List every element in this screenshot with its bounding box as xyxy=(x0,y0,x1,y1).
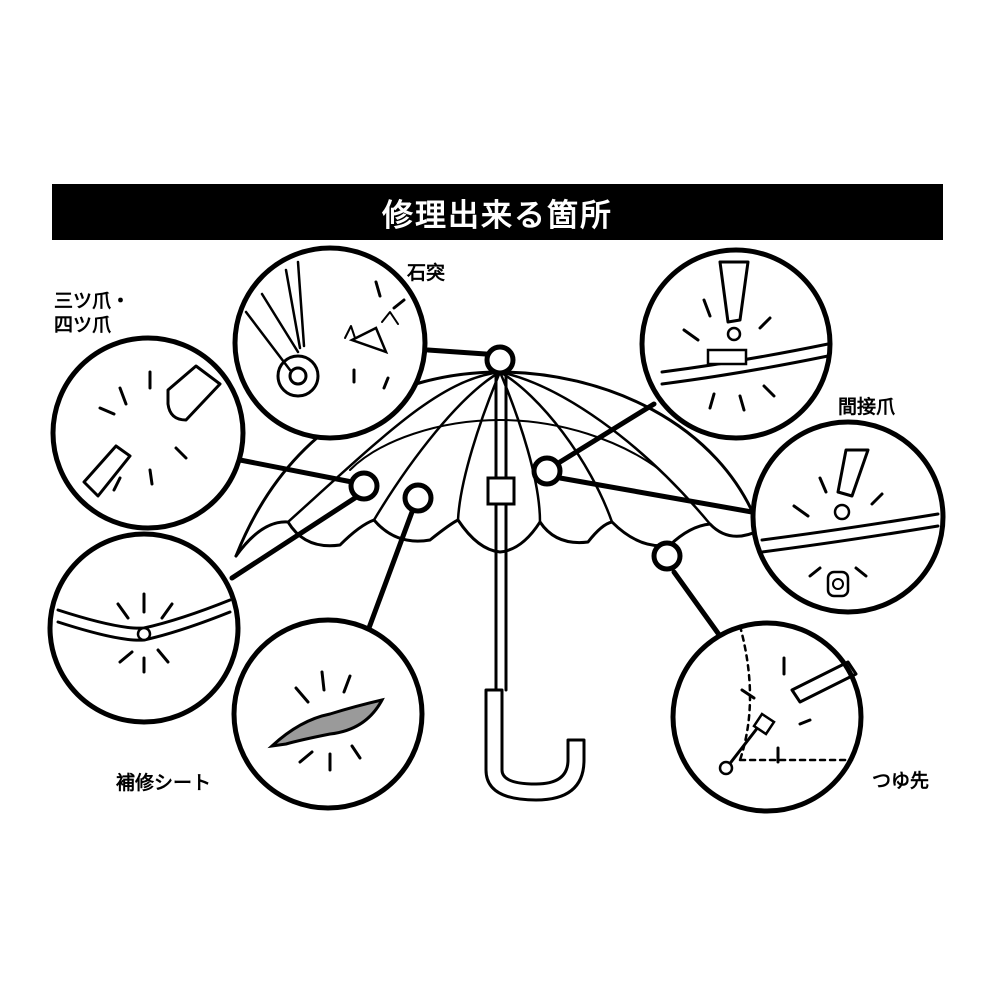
umbrella-shaft xyxy=(484,370,586,802)
label-tips-claws-line1: 三ツ爪・ xyxy=(54,290,131,312)
detail-rib-bend xyxy=(47,531,241,725)
detail-tips-claws xyxy=(50,335,246,531)
label-joint-claw: 間接爪 xyxy=(838,396,896,418)
hotspot-rings xyxy=(348,344,683,572)
detail-top-spring xyxy=(232,245,428,441)
label-repair-sheet: 補修シート xyxy=(116,772,212,794)
detail-repair-sheet xyxy=(231,617,425,811)
connector-lines xyxy=(229,347,755,639)
title-text: 修理出来る箇所 xyxy=(382,197,613,234)
hotspot-rib-tip xyxy=(651,540,683,572)
label-tips-claws: 三ツ爪・ 四ツ爪 xyxy=(54,290,130,338)
runner xyxy=(486,476,516,506)
detail-rib-tip xyxy=(670,620,864,814)
label-tips-claws-line2: 四ツ爪 xyxy=(54,313,112,336)
label-top-spring: 石突 xyxy=(407,262,446,284)
hotspot-repair-sheet xyxy=(402,482,434,514)
hotspot-joint xyxy=(531,455,563,487)
hotspot-top xyxy=(484,344,516,376)
detail-joint-claw xyxy=(750,419,946,615)
detail-joint-claw-upper xyxy=(639,247,833,441)
handle xyxy=(484,688,586,802)
label-rib-tip: つゆ先 xyxy=(872,770,930,792)
hotspot-tips-claws xyxy=(348,470,380,502)
title-banner: 修理出来る箇所 xyxy=(52,184,943,240)
